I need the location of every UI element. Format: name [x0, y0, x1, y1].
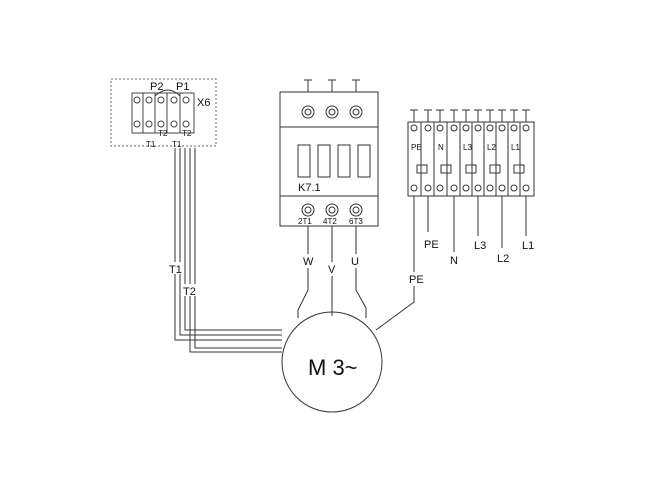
contactor-input-screws	[301, 105, 363, 119]
terminal-box-x6: P2 P1 X6 T1 T2 T1 T2	[110, 78, 217, 149]
pe-to-motor-wire	[375, 286, 415, 331]
wire-label-t1: T1	[169, 264, 182, 276]
wires-wvu: W V U	[297, 226, 367, 318]
x6-jumper-top	[154, 89, 181, 97]
contactor-housing	[279, 91, 379, 227]
contactor-out-6t3: 6T3	[349, 217, 363, 226]
wire-label-pe: PE	[424, 239, 439, 251]
strip-label-l1: L1	[511, 143, 520, 152]
contactor-k7-1: K7.1 2T1 4T2 6T3	[279, 79, 379, 227]
motor-circle	[281, 311, 383, 413]
wire-label-pe-motor: PE	[409, 274, 424, 286]
terminal-strip-dividers	[420, 122, 521, 196]
wire-label-u: U	[351, 256, 359, 268]
x6-label-t1-a: T1	[146, 140, 156, 149]
strip-label-n: N	[438, 143, 444, 152]
contactor-name: K7.1	[298, 182, 321, 194]
strip-label-l3: L3	[463, 143, 472, 152]
strip-label-pe: PE	[411, 143, 422, 152]
terminal-strip-screws	[410, 124, 530, 192]
wire-label-n: N	[450, 255, 458, 267]
motor-label: M 3~	[308, 355, 358, 380]
contactor-out-2t1: 2T1	[298, 217, 312, 226]
wire-label-l2: L2	[497, 253, 509, 265]
x6-label-t1-b: T1	[172, 140, 182, 149]
x6-dashed-border	[110, 78, 217, 147]
x6-label-p2: P2	[150, 81, 163, 93]
contactor-output-screws	[301, 203, 363, 217]
terminal-strip-housing	[407, 121, 535, 197]
terminal-strip-fuses	[416, 164, 525, 174]
contactor-top-arrows	[304, 79, 360, 92]
strip-label-l2: L2	[487, 143, 496, 152]
x6-screws	[133, 93, 190, 133]
x6-label-p1: P1	[176, 81, 189, 93]
x6-label-t2-a: T2	[158, 129, 168, 138]
supply-wires: PE PE N L3 L2 L1	[375, 196, 534, 331]
motor: M 3~	[281, 311, 383, 413]
x6-label-t2-b: T2	[182, 129, 192, 138]
terminal-strip: PE N L3 L2 L1	[407, 109, 535, 197]
wire-label-t2: T2	[183, 286, 196, 298]
terminal-strip-top-arrows	[410, 109, 530, 122]
wire-label-l3: L3	[474, 240, 486, 252]
wire-label-v: V	[328, 264, 336, 276]
contactor-out-4t2: 4T2	[323, 217, 337, 226]
x6-terminal-block	[131, 92, 195, 134]
wire-label-w: W	[303, 256, 314, 268]
wire-label-l1: L1	[522, 240, 534, 252]
contactor-windows	[297, 144, 371, 178]
wire-t1-t2: T1 T2	[168, 148, 282, 353]
x6-name: X6	[197, 97, 210, 109]
